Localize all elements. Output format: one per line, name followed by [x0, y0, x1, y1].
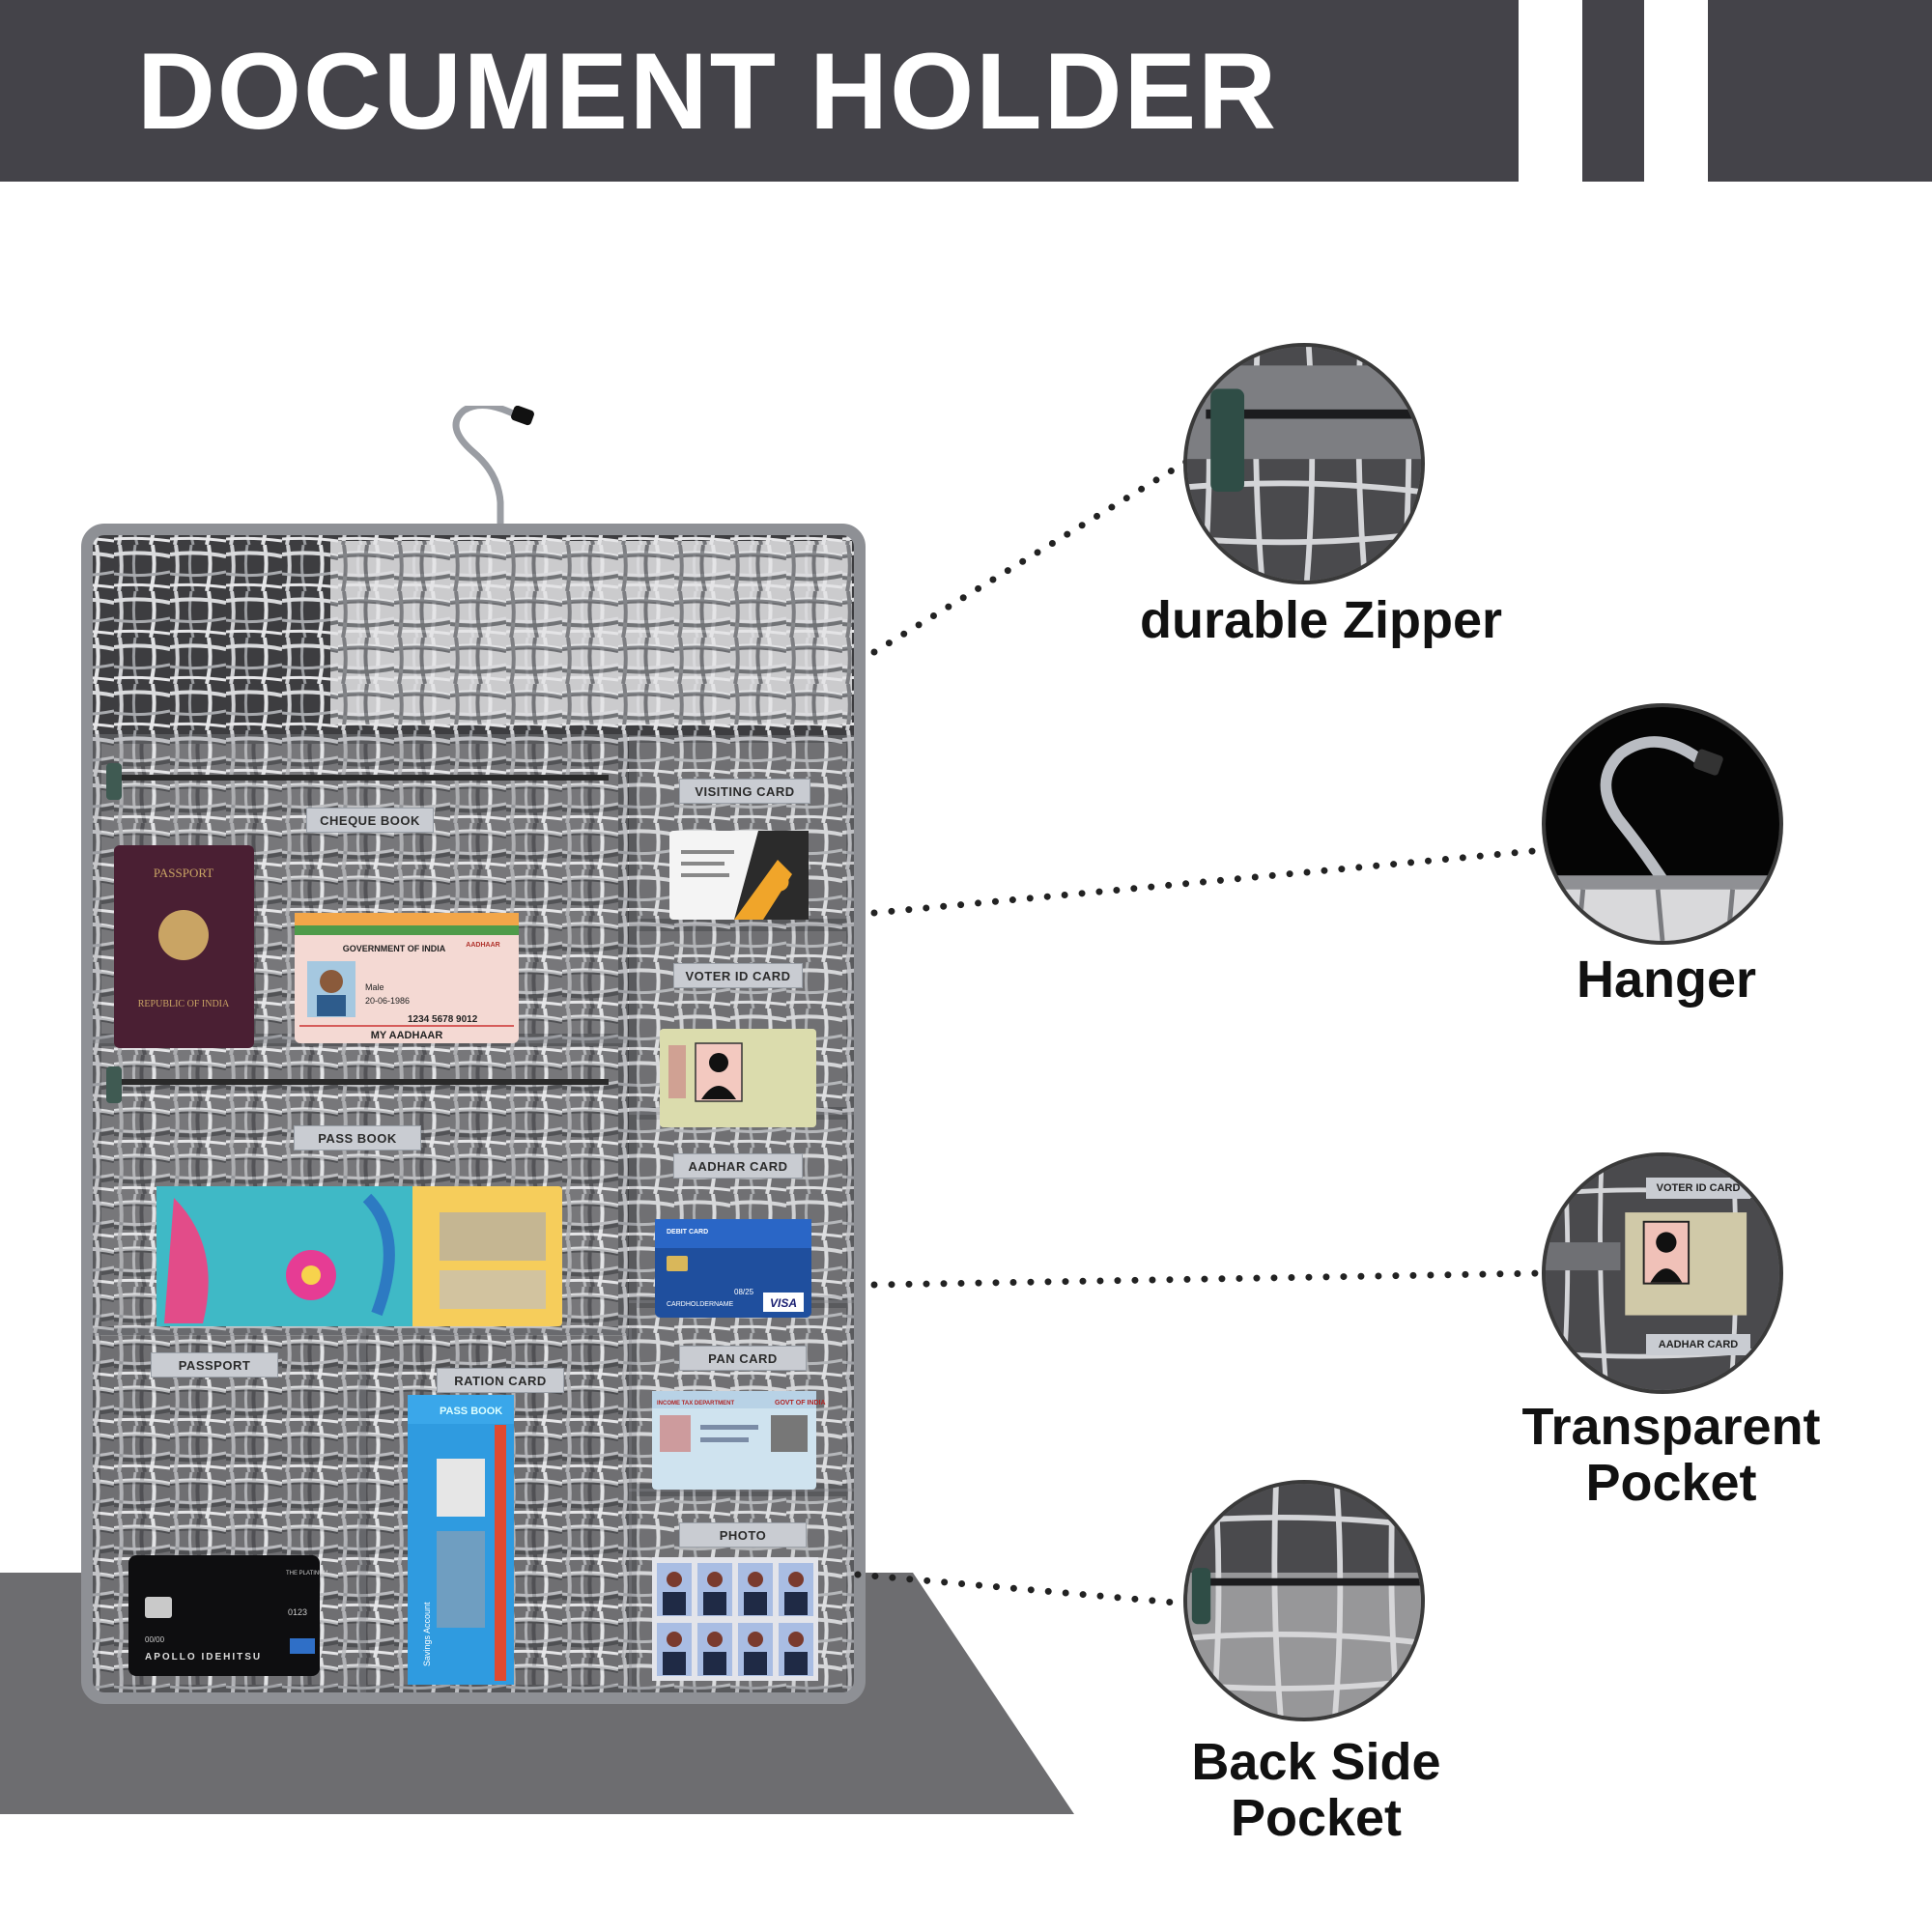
credit-card-number: 0123	[288, 1607, 307, 1617]
pan-dept: INCOME TAX DEPARTMENT	[657, 1401, 734, 1406]
transparent-pocket-detail-circle: VOTER ID CARD AADHAR CARD	[1542, 1152, 1783, 1394]
pocket-label-passport: PASSPORT	[151, 1352, 278, 1378]
pocket-label-voter-id-card: VOTER ID CARD	[673, 963, 803, 988]
zipper-detail-circle	[1183, 343, 1425, 584]
transparent-inner-label-top: VOTER ID CARD	[1646, 1178, 1750, 1199]
debit-card-holder: CARDHOLDERNAME	[667, 1301, 734, 1308]
header-stripe	[1708, 0, 1932, 182]
feature-label-back-line1: Back Side	[1191, 1733, 1441, 1791]
pan-govt: GOVT OF INDIA	[775, 1400, 826, 1406]
aadhaar-brand: AADHAAR	[466, 942, 499, 949]
feature-label-back-pocket: Back Side Pocket	[1140, 1734, 1492, 1846]
pocket-label-visiting-card: VISITING CARD	[679, 779, 810, 804]
credit-card-tier: THE PLATINUM	[286, 1571, 328, 1577]
pocket-label-cheque-book: CHEQUE BOOK	[306, 808, 434, 833]
document-holder-image: PASSPORT REPUBLIC OF INDIA GOVERNMENT OF…	[58, 406, 889, 1710]
feature-label-transparent-line1: Transparent	[1521, 1398, 1821, 1456]
back-pocket-detail-circle	[1183, 1480, 1425, 1721]
debit-card-type: DEBIT CARD	[667, 1229, 708, 1236]
credit-card-name: APOLLO IDEHITSU	[145, 1652, 262, 1662]
aadhaar-footer: MY AADHAAR	[371, 1030, 443, 1041]
aadhaar-dob: 20-06-1986	[365, 996, 410, 1006]
passport-cover-top: PASSPORT	[154, 866, 213, 880]
passbook-sub: Savings Account	[422, 1602, 432, 1666]
aadhaar-number: 1234 5678 9012	[408, 1014, 478, 1025]
header-stripe	[1582, 0, 1644, 182]
debit-card-expiry: 08/25	[734, 1288, 754, 1296]
pocket-label-pass-book: PASS BOOK	[294, 1125, 421, 1151]
debit-card-brand: VISA	[770, 1296, 797, 1310]
hanger-detail-circle	[1542, 703, 1783, 945]
aadhaar-gender: Male	[365, 982, 384, 992]
pocket-label-photo: PHOTO	[679, 1522, 807, 1548]
feature-label-transparent-line2: Pocket	[1585, 1454, 1757, 1512]
passport-cover-bottom: REPUBLIC OF INDIA	[138, 999, 230, 1009]
aadhaar-govt: GOVERNMENT OF INDIA	[343, 944, 446, 953]
header-banner	[0, 0, 1519, 182]
pocket-label-aadhar-card: AADHAR CARD	[673, 1153, 803, 1179]
pocket-label-ration-card: RATION CARD	[437, 1368, 564, 1393]
passbook-title: PASS BOOK	[440, 1406, 502, 1417]
transparent-inner-label-bottom: AADHAR CARD	[1646, 1334, 1750, 1355]
credit-card-expiry: 00/00	[145, 1635, 165, 1644]
feature-label-transparent-pocket: Transparent Pocket	[1478, 1399, 1864, 1511]
feature-label-zipper: durable Zipper	[1140, 591, 1503, 649]
pocket-label-pan-card: PAN CARD	[679, 1346, 807, 1371]
feature-label-back-line2: Pocket	[1230, 1789, 1403, 1847]
feature-label-hanger: Hanger	[1576, 951, 1757, 1009]
page-title: DOCUMENT HOLDER	[137, 31, 1279, 152]
